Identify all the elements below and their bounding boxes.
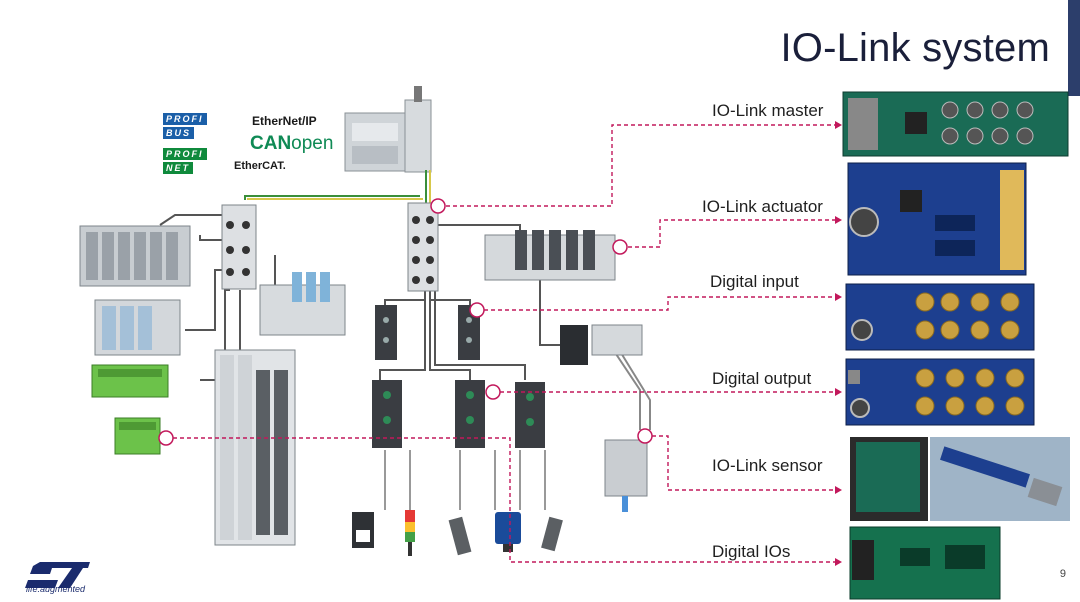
profibus-logo-text-1: PROFI [163, 113, 207, 125]
label-iolink-actuator: IO-Link actuator [702, 197, 823, 216]
ethernetip-logo: EtherNet/IP [252, 114, 317, 128]
label-digital-ios: Digital IOs [712, 542, 791, 561]
valve-terminal-small [94, 299, 181, 356]
valve-island-middle [259, 272, 346, 336]
profinet-logo-text-1: PROFI [163, 148, 207, 160]
valve-cluster-right [560, 324, 643, 365]
pcb-iolink-master [842, 91, 1069, 157]
pcb-iolink-sensor [850, 437, 1070, 521]
pcb-digital-ios [849, 526, 1001, 600]
canopen-logo: CANopen [250, 133, 333, 155]
valve-manifold-right [484, 230, 616, 281]
sensor-photoelectric [352, 512, 374, 548]
terminal-board-2 [114, 417, 161, 455]
pcb-digital-output [845, 358, 1035, 426]
slide-title: IO-Link system [780, 26, 1050, 70]
pcb-digital-input [845, 283, 1035, 351]
io-hub-3 [372, 380, 402, 448]
io-hub-5 [515, 382, 545, 448]
io-hub-4 [455, 380, 485, 448]
inductive-sensor-1 [448, 516, 472, 556]
label-iolink-master: IO-Link master [712, 101, 824, 120]
pressure-sensor [495, 512, 521, 552]
page-number: 9 [1059, 568, 1066, 580]
label-digital-output: Digital output [712, 369, 812, 388]
plc-controller [344, 86, 432, 173]
profinet-logo-text-2: NET [163, 162, 193, 174]
dashed-connectors [173, 124, 835, 563]
st-tagline: life.augmented [26, 584, 86, 594]
iolink-master-hub [407, 202, 439, 292]
title-accent-strip [1068, 0, 1080, 96]
canopen-logo-open: open [291, 133, 334, 154]
profibus-logo: PROFI BUS [163, 113, 225, 139]
profinet-logo: PROFI NET [163, 148, 225, 174]
io-hub-1 [375, 305, 397, 360]
left-gateway-module [221, 204, 257, 290]
pcb-iolink-actuator [847, 162, 1027, 276]
ethercat-logo: EtherCAT. [234, 160, 286, 172]
pneumatic-cylinder [604, 439, 648, 512]
connector-dots [158, 198, 653, 446]
io-hub-2 [458, 305, 480, 360]
label-iolink-sensor: IO-Link sensor [712, 456, 823, 475]
valve-terminal-left [79, 225, 191, 287]
label-digital-input: Digital input [710, 272, 799, 291]
canopen-logo-can: CAN [250, 133, 292, 154]
terminal-board-1 [91, 364, 169, 398]
st-logo [25, 562, 90, 588]
modular-io-rack [214, 349, 296, 546]
inductive-sensor-2 [541, 516, 563, 552]
signal-tower [405, 510, 415, 556]
connector-arrowheads [835, 121, 842, 566]
profibus-logo-text-2: BUS [163, 127, 195, 139]
